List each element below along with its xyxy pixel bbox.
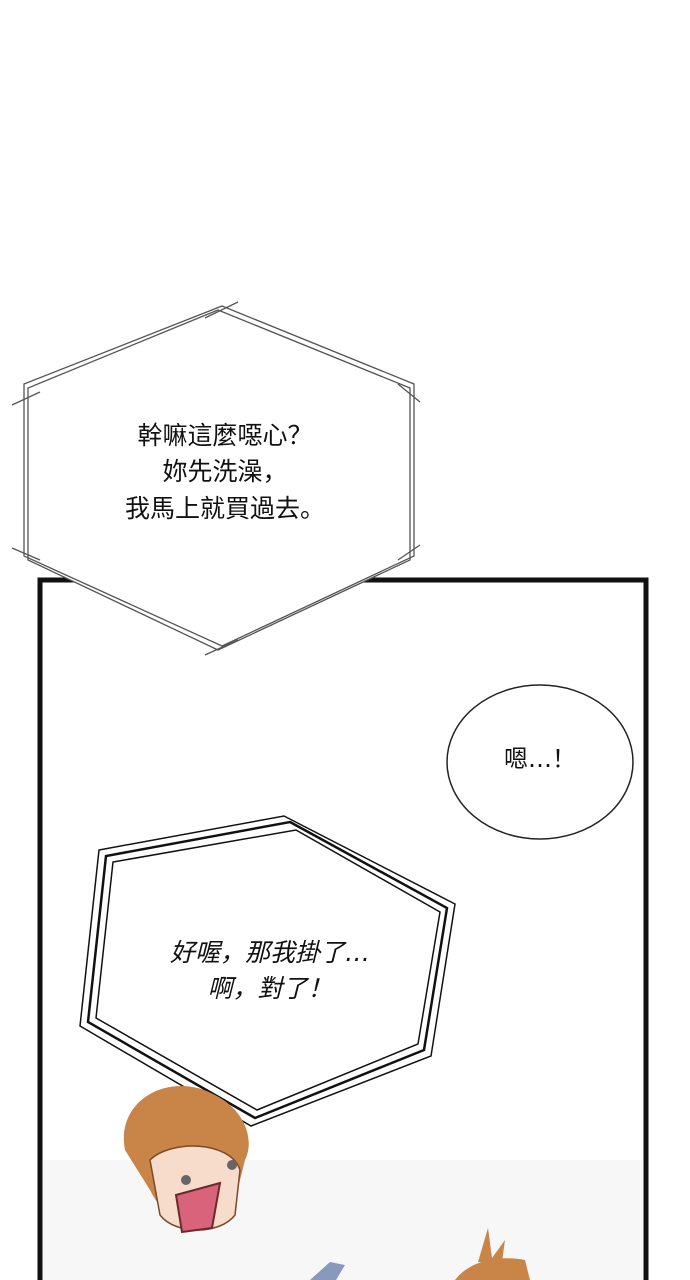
dialogue-line: 我馬上就買過去。 bbox=[124, 493, 325, 523]
rough-bubble-text: 好喔，那我掛了… 啊，對了！ bbox=[120, 935, 420, 1008]
dialogue-line: 妳先洗澡， bbox=[162, 457, 288, 487]
oval-speech-bubble bbox=[446, 684, 634, 840]
phone bbox=[310, 1262, 345, 1280]
dialogue-line: 幹嘛這麼噁心？ bbox=[137, 421, 313, 450]
character-head-bottom bbox=[455, 1228, 530, 1280]
dialogue-line: 啊，對了！ bbox=[207, 974, 333, 1004]
panel-background-gradient bbox=[43, 1160, 643, 1280]
dialogue-line: 好喔，那我掛了… bbox=[169, 938, 370, 967]
oval-bubble-text: 嗯…！ bbox=[504, 745, 576, 773]
character-surprised-head bbox=[123, 1086, 249, 1234]
hexagon-speech-bubble bbox=[11, 301, 421, 656]
hexagon-bubble-text: 幹嘛這麼噁心？ 妳先洗澡， 我馬上就買過去。 bbox=[90, 418, 360, 527]
rough-hexagon-bubble bbox=[79, 815, 456, 1127]
